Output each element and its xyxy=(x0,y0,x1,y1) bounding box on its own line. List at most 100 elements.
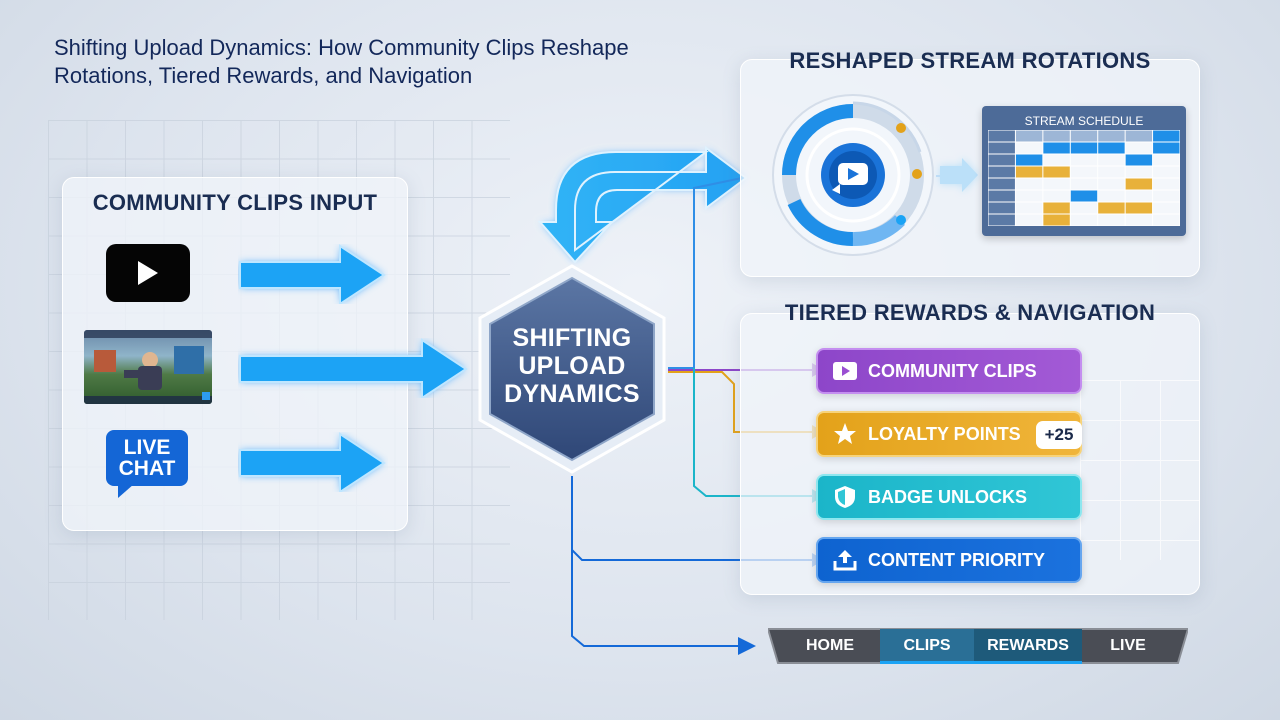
schedule-cell xyxy=(1153,190,1180,202)
schedule-cell xyxy=(1015,142,1043,154)
schedule-cell xyxy=(1043,154,1070,166)
arrow-youtube-to-hub xyxy=(239,244,386,304)
schedule-cell xyxy=(988,202,1015,214)
schedule-cell xyxy=(988,154,1015,166)
schedule-cell xyxy=(1043,178,1070,190)
schedule-cell xyxy=(1015,166,1043,178)
gameplay-scene xyxy=(84,330,212,404)
schedule-cell xyxy=(1125,130,1153,142)
schedule-title: STREAM SCHEDULE xyxy=(1024,114,1144,128)
schedule-cell xyxy=(1070,166,1098,178)
schedule-cell xyxy=(1098,190,1125,202)
gameplay-thumbnail[interactable] xyxy=(84,330,212,404)
schedule-cell xyxy=(1043,190,1070,202)
schedule-cell xyxy=(1125,214,1153,226)
schedule-cell xyxy=(988,214,1015,226)
schedule-cell xyxy=(1015,130,1043,142)
hub-label-line-1: SHIFTING xyxy=(512,324,632,352)
star-icon xyxy=(832,421,858,447)
schedule-cell xyxy=(1098,166,1125,178)
schedule-cell xyxy=(1043,202,1070,214)
arrow-livechat-to-hub xyxy=(239,432,386,492)
schedule-cell xyxy=(1043,214,1070,226)
points-badge: +25 xyxy=(1036,421,1082,449)
nav-clips[interactable]: CLIPS xyxy=(903,637,951,654)
rotations-panel-title: RESHAPED STREAM ROTATIONS xyxy=(789,48,1151,73)
reward-label: CONTENT PRIORITY xyxy=(868,549,1046,570)
schedule-cell xyxy=(1043,166,1070,178)
schedule-cell xyxy=(1070,190,1098,202)
arrow-gameplay-to-hub xyxy=(239,338,468,398)
line-to-navbar xyxy=(571,550,740,647)
schedule-cell xyxy=(1098,130,1125,142)
schedule-cell xyxy=(1098,178,1125,190)
schedule-cell xyxy=(988,190,1015,202)
bottom-navbar: HOME CLIPS REWARDS LIVE xyxy=(768,627,1188,665)
schedule-cell xyxy=(1153,166,1180,178)
schedule-cell xyxy=(1153,154,1180,166)
line-to-content-priority xyxy=(571,476,812,561)
reward-badge-unlocks[interactable]: BADGE UNLOCKS xyxy=(816,474,1082,520)
reward-label: LOYALTY POINTS xyxy=(868,423,1021,444)
schedule-cell xyxy=(1098,202,1125,214)
schedule-cell xyxy=(1070,178,1098,190)
shifting-upload-dynamics-hub: SHIFTING UPLOAD DYNAMICS xyxy=(474,262,670,476)
schedule-cell xyxy=(1070,142,1098,154)
nav-home[interactable]: HOME xyxy=(806,637,854,654)
schedule-cell xyxy=(1070,130,1098,142)
schedule-cell xyxy=(1153,142,1180,154)
input-panel-title: COMMUNITY CLIPS INPUT xyxy=(92,190,378,215)
page-title: Shifting Upload Dynamics: How Community … xyxy=(54,35,629,88)
nav-live[interactable]: LIVE xyxy=(1110,637,1146,654)
schedule-cell xyxy=(988,178,1015,190)
live-chat-label: LIVE CHAT xyxy=(106,430,188,486)
live-chat-icon[interactable]: LIVE CHAT xyxy=(106,430,188,498)
schedule-cell xyxy=(1015,190,1043,202)
schedule-cell xyxy=(1015,202,1043,214)
nav-rewards[interactable]: REWARDS xyxy=(987,637,1069,654)
stream-schedule-widget[interactable]: STREAM SCHEDULE xyxy=(982,106,1186,236)
schedule-cell xyxy=(1015,154,1043,166)
schedule-cell xyxy=(1153,214,1180,226)
schedule-cell xyxy=(1098,154,1125,166)
rewards-panel-title: TIERED REWARDS & NAVIGATION xyxy=(784,300,1156,325)
reward-loyalty-points[interactable]: LOYALTY POINTS +25 xyxy=(816,411,1082,457)
schedule-cell xyxy=(1015,214,1043,226)
reward-content-priority[interactable]: CONTENT PRIORITY xyxy=(816,537,1082,583)
schedule-cell xyxy=(1070,154,1098,166)
schedule-cell xyxy=(1043,130,1070,142)
curved-arrow-to-rotations xyxy=(537,146,748,264)
schedule-cell xyxy=(1125,190,1153,202)
hub-hexagon xyxy=(478,264,666,474)
schedule-grid xyxy=(988,130,1180,226)
reward-label: COMMUNITY CLIPS xyxy=(868,360,1037,381)
rotation-ring xyxy=(772,94,934,256)
schedule-cell xyxy=(1070,202,1098,214)
schedule-cell xyxy=(1043,142,1070,154)
line-hub-to-rotations xyxy=(668,177,743,369)
chat-bubble-tail xyxy=(118,484,134,498)
navbar-shape xyxy=(768,628,1188,664)
schedule-cell xyxy=(988,142,1015,154)
grid-background-right xyxy=(1080,380,1200,560)
reward-label: BADGE UNLOCKS xyxy=(868,486,1028,507)
schedule-cell xyxy=(1125,202,1153,214)
hub-label-line-3: DYNAMICS xyxy=(504,380,640,408)
schedule-cell xyxy=(1153,178,1180,190)
schedule-cell xyxy=(1153,202,1180,214)
upload-icon xyxy=(832,547,858,573)
schedule-cell xyxy=(1125,142,1153,154)
schedule-cell xyxy=(1070,214,1098,226)
play-icon xyxy=(832,358,858,384)
schedule-cell xyxy=(988,166,1015,178)
youtube-play-icon[interactable] xyxy=(106,244,190,302)
schedule-cell xyxy=(1153,130,1180,142)
hub-label-line-2: UPLOAD xyxy=(518,352,626,380)
schedule-cell xyxy=(1098,214,1125,226)
shield-icon xyxy=(832,484,858,510)
schedule-cell xyxy=(1125,166,1153,178)
schedule-cell xyxy=(1125,178,1153,190)
schedule-cell xyxy=(1015,178,1043,190)
reward-community-clips[interactable]: COMMUNITY CLIPS xyxy=(816,348,1082,394)
schedule-cell xyxy=(988,130,1015,142)
